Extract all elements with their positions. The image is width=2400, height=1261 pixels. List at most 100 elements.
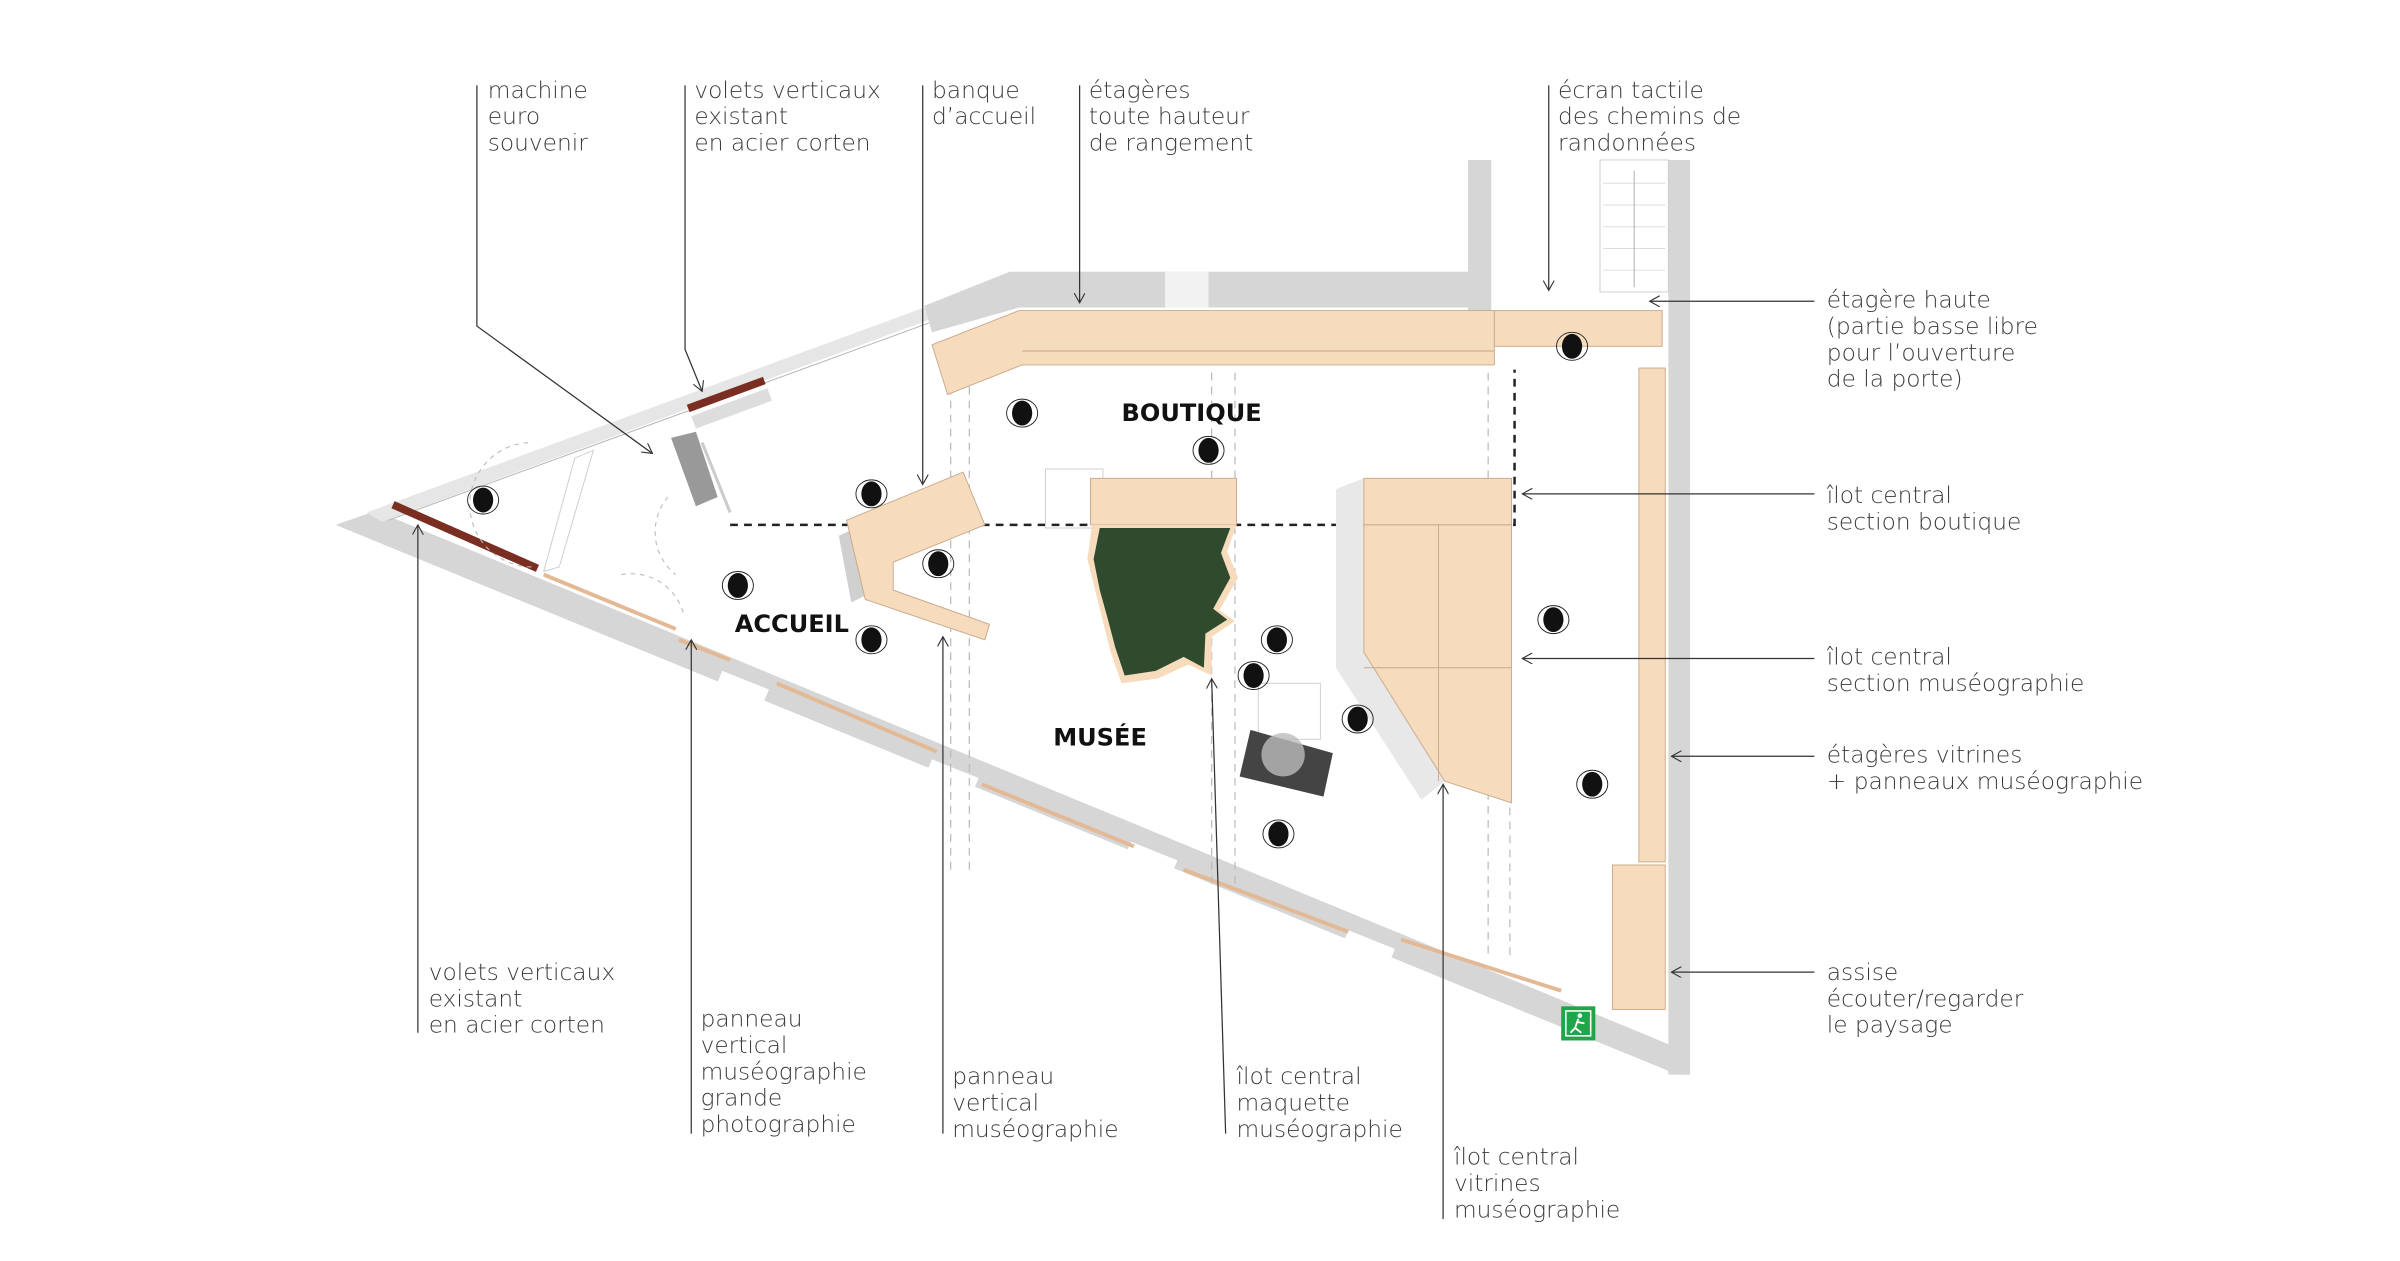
label-line: machine (488, 77, 588, 104)
label-line: muséographie (952, 1116, 1118, 1143)
label-line: photographie (701, 1111, 856, 1138)
person-icon (1268, 821, 1289, 847)
visitors (467, 331, 1609, 849)
island-museography (1363, 524, 1512, 804)
person-icon (861, 481, 882, 507)
corten-shutter-bottom (391, 501, 540, 572)
reception-desk (846, 471, 991, 641)
label-line: en acier corten (429, 1012, 605, 1039)
person-outline (855, 479, 888, 509)
person-outline (1006, 398, 1039, 428)
label-line: section boutique (1827, 509, 2022, 536)
display-shelves (1638, 367, 1666, 863)
person-icon (473, 487, 494, 513)
person-icon (1198, 437, 1219, 463)
label-line: existant (429, 985, 523, 1012)
emergency-exit-icon (1561, 1006, 1596, 1041)
label-line: îlot central (1453, 1144, 1579, 1171)
person-outline (1341, 704, 1374, 734)
label-line: des chemins de (1558, 103, 1741, 130)
label-line: muséographie (1237, 1116, 1403, 1143)
person-icon (1543, 607, 1564, 633)
label-line: écran tactile (1558, 77, 1704, 104)
touch-screen (1261, 732, 1305, 777)
label-line: vertical (952, 1089, 1039, 1116)
entrance-doors (469, 442, 685, 614)
person-icon (727, 573, 748, 598)
person-icon (928, 551, 949, 577)
machine-stand (700, 442, 732, 514)
person-outline (1260, 625, 1293, 655)
person-icon (861, 627, 882, 653)
label-line: souvenir (488, 130, 588, 157)
label-line: de la porte) (1827, 366, 1963, 393)
label-line: écouter/regarder (1827, 985, 2024, 1012)
person-outline (1262, 819, 1295, 849)
person-outline (721, 571, 754, 600)
label-line: îlot central (1236, 1063, 1362, 1090)
label-line: le paysage (1827, 1012, 1953, 1039)
leader-line-machine-euro-souvenir (476, 85, 653, 453)
label-line: euro (488, 103, 540, 130)
label-line: étagères (1089, 77, 1191, 104)
person-outline (1537, 605, 1570, 635)
label-line: banque (932, 77, 1020, 104)
label-line: de rangement (1089, 130, 1253, 157)
label-line: pour l’ouverture (1827, 339, 2016, 366)
label-line: vitrines (1454, 1170, 1541, 1197)
label-line: d’accueil (932, 103, 1036, 130)
label-line: étagères vitrines (1827, 742, 2023, 769)
person-outline (1192, 435, 1225, 465)
person-icon (1266, 627, 1287, 653)
model-island-top (1090, 477, 1237, 526)
window-gaps (714, 670, 1395, 968)
label-line: assise (1827, 959, 1898, 986)
label-line: randonnées (1558, 130, 1696, 157)
island-shadow (1335, 478, 1445, 800)
label-line: muséographie (1454, 1197, 1620, 1224)
person-icon (1561, 333, 1583, 359)
shutter-shadow (691, 388, 773, 429)
label-line: toute hauteur (1089, 103, 1250, 130)
person-outline (922, 549, 955, 579)
person-icon (1012, 400, 1033, 426)
tower-wall-left (1467, 159, 1492, 311)
zone-label-accueil: ACCUEIL (735, 610, 849, 638)
person-outline (1556, 331, 1589, 361)
label-line: (partie basse libre (1827, 313, 2038, 340)
label-line: volets verticaux (429, 959, 615, 986)
zone-label-boutique: BOUTIQUE (1122, 399, 1262, 427)
corten-shutter-top (686, 376, 766, 413)
label-line: volets verticaux (694, 77, 880, 104)
person-icon (1347, 706, 1368, 732)
label-line: îlot central (1826, 644, 1952, 671)
label-line: + panneaux muséographie (1827, 768, 2143, 795)
seating-bench (1611, 864, 1666, 1010)
person-outline (855, 625, 888, 655)
label-line: existant (694, 103, 788, 130)
person-icon (1582, 771, 1603, 797)
zone-label-musee: MUSÉE (1053, 722, 1147, 751)
right-wall (1668, 159, 1691, 1075)
label-line: muséographie (701, 1058, 867, 1085)
terrain-model-map (1093, 528, 1231, 676)
label-line: îlot central (1826, 482, 1952, 509)
top-wall-opening (1165, 271, 1209, 308)
top-left-wall-line (388, 322, 930, 521)
walls (335, 159, 1691, 1075)
label-line: panneau (701, 1006, 803, 1033)
